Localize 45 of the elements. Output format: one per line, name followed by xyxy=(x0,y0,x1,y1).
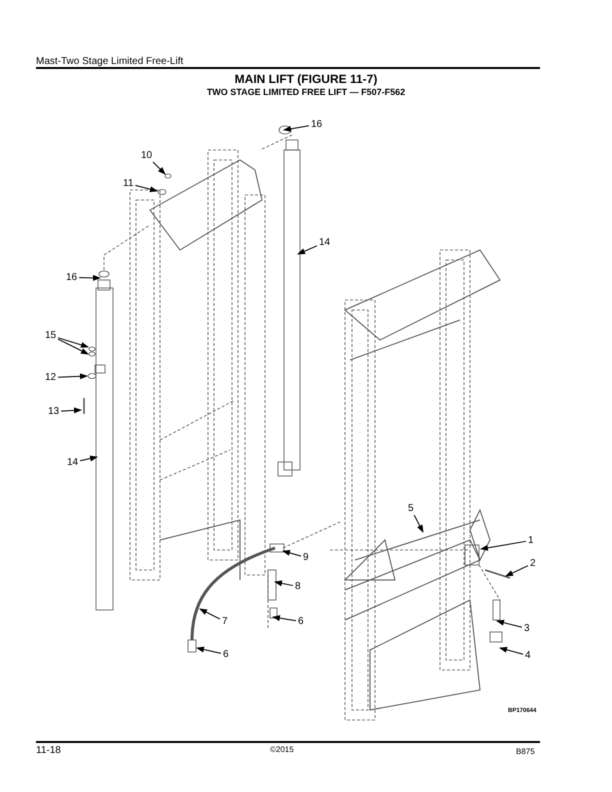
leader-line xyxy=(58,337,89,348)
leader-line xyxy=(60,407,82,414)
callout-number: 10 xyxy=(140,150,154,161)
page-header: Mast-Two Stage Limited Free-Lift xyxy=(36,56,184,67)
callout-number: 6 xyxy=(297,616,305,627)
leader-line xyxy=(58,338,89,354)
manual-code: B875 xyxy=(516,747,535,756)
callout-number: 15 xyxy=(44,330,58,341)
callout-number: 12 xyxy=(44,372,58,383)
callout-number: 16 xyxy=(310,119,324,130)
page-number: 11-18 xyxy=(36,745,61,756)
callout-number: 9 xyxy=(302,552,310,563)
leader-line xyxy=(282,550,302,557)
callout-number: 5 xyxy=(407,503,415,514)
callout-number: 13 xyxy=(47,406,60,417)
figure-title: MAIN LIFT (FIGURE 11-7) xyxy=(234,72,378,86)
leader-line xyxy=(480,540,526,551)
copyright-notice: ©2015 xyxy=(270,745,294,754)
leader-line xyxy=(134,184,158,192)
leader-line xyxy=(272,615,296,622)
callout-number: 7 xyxy=(221,616,229,627)
leader-line xyxy=(274,580,294,586)
figure-subtitle: TWO STAGE LIMITED FREE LIFT — F507-F562 xyxy=(206,87,406,97)
leader-line xyxy=(78,274,101,281)
callout-number: 1 xyxy=(527,535,535,546)
callout-number: 8 xyxy=(294,581,302,592)
leader-line xyxy=(297,245,318,254)
leader-line xyxy=(283,125,310,132)
callout-number: 4 xyxy=(524,650,532,661)
leader-line xyxy=(414,514,424,533)
leader-line xyxy=(80,456,98,462)
callout-number: 11 xyxy=(122,178,134,189)
leader-line xyxy=(499,646,524,655)
leader-line xyxy=(196,646,222,654)
leader-line xyxy=(152,162,166,175)
leader-line xyxy=(58,373,88,380)
callout-number: 2 xyxy=(529,558,537,569)
leader-line xyxy=(505,565,528,576)
leader-line xyxy=(496,620,522,628)
callout-number: 16 xyxy=(65,272,78,283)
callout-number: 3 xyxy=(523,623,531,634)
callout-number: 14 xyxy=(66,457,80,468)
leader-line xyxy=(199,608,220,620)
callout-number: 14 xyxy=(318,237,332,248)
callout-number: 6 xyxy=(222,649,230,660)
